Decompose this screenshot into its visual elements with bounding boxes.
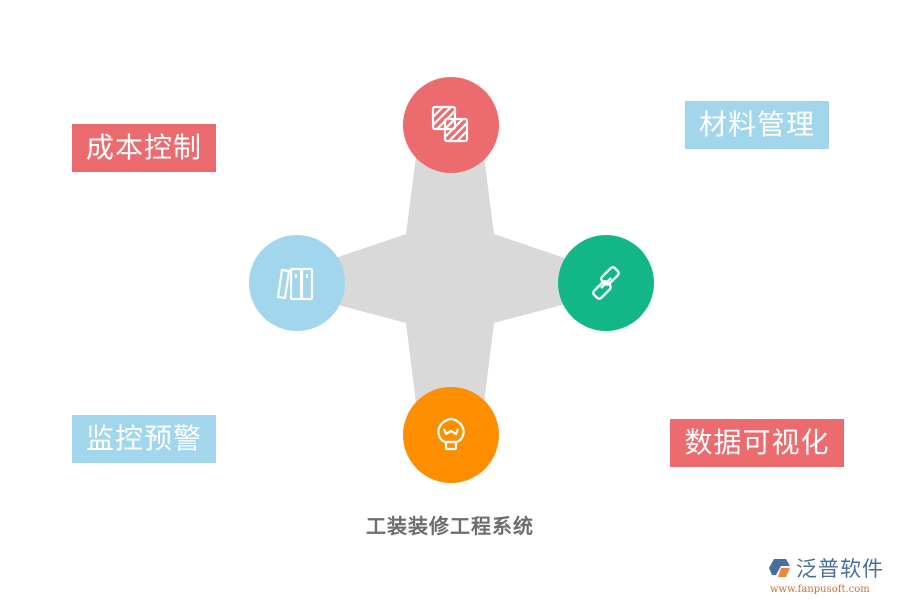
link-chain-icon: [592, 266, 620, 300]
books-icon: [276, 267, 314, 301]
node-left: [249, 235, 345, 331]
node-bottom: [403, 387, 499, 483]
brand-logo-icon: [769, 559, 790, 577]
label-data-visualization: 数据可视化: [670, 419, 844, 467]
watermark-brand-name: 泛普软件: [796, 557, 884, 581]
node-top: [403, 77, 499, 173]
diagram-title: 工装装修工程系统: [366, 514, 534, 538]
node-right: [558, 235, 654, 331]
hatched-squares-icon: [431, 105, 469, 143]
label-monitoring-alert: 监控预警: [72, 415, 216, 463]
watermark-logo: 泛普软件 www.fanpusoft.com: [768, 553, 896, 597]
lightbulb-icon: [437, 417, 465, 451]
watermark-url: www.fanpusoft.com: [770, 584, 870, 595]
label-cost-control: 成本控制: [72, 124, 216, 172]
label-material-management: 材料管理: [685, 101, 829, 149]
